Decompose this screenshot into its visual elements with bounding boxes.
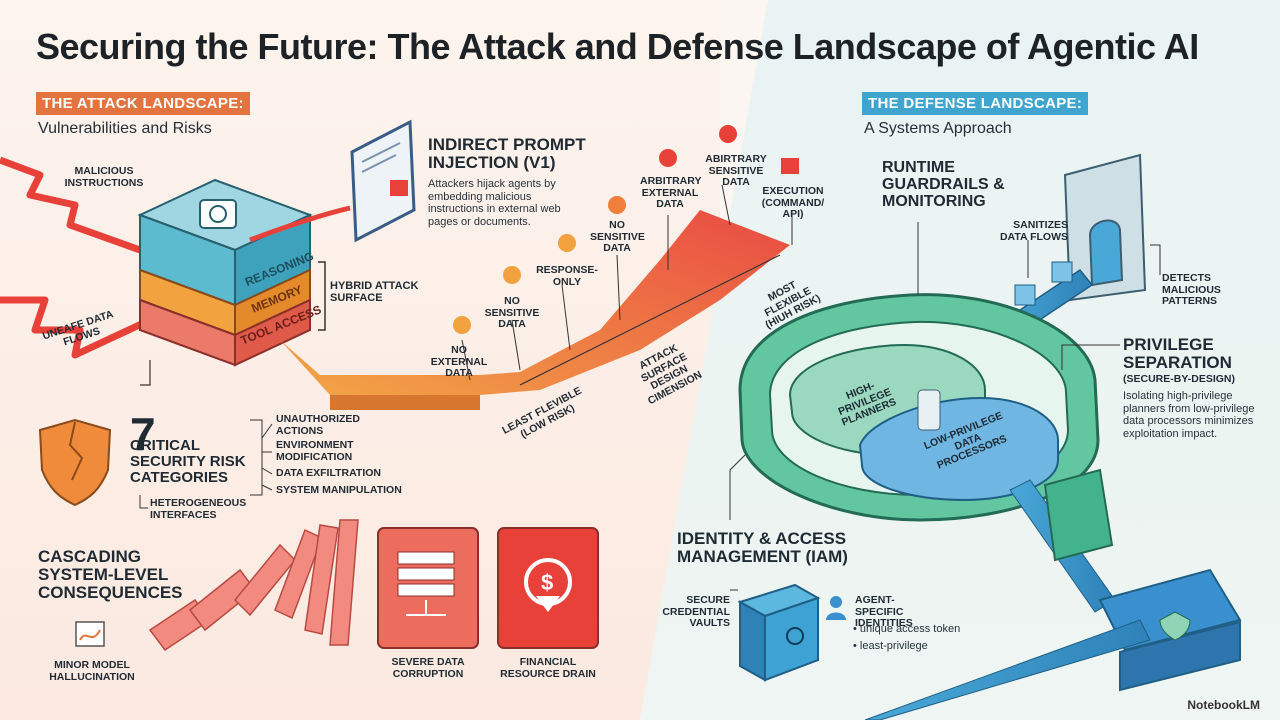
stage-response-only: RESPONSE-ONLY [536, 264, 598, 288]
bullet-unique-access-token: • unique access token [853, 623, 961, 635]
severe-data-corruption-label: SEVERE DATA CORRUPTION [391, 656, 465, 680]
detects-malicious-patterns-label: DETECTS MALICIOUS PATTERNS [1162, 272, 1221, 308]
money-drain-icon: $ [497, 527, 599, 649]
sanitizes-data-flows-label: SANITIZES DATA FLOWS [999, 219, 1068, 243]
vault-icon [737, 583, 821, 682]
defense-subtitle: A Systems Approach [864, 120, 1012, 137]
critical-risk-count: 7 [130, 408, 156, 460]
financial-resource-drain-label: FINANCIAL RESOURCE DRAIN [500, 656, 596, 680]
stage-execution: EXECUTION (COMMAND/ API) [761, 185, 825, 221]
privilege-separation-ring [738, 293, 1100, 522]
indirect-prompt-injection-title: INDIRECT PROMPT INJECTION (V1) [428, 135, 586, 172]
privilege-separation-subtitle: (SECURE-BY-DESIGN) [1123, 373, 1236, 385]
malicious-instructions-label: MALICIOUS INSTRUCTIONS [64, 165, 144, 189]
indirect-prompt-injection-desc: Attackers hijack agents by embedding mal… [428, 178, 561, 228]
cascading-consequences-title: CASCADING SYSTEM-LEVEL CONSEQUENCES [38, 547, 183, 602]
lightning-bolt-icon [0, 156, 152, 359]
domino-chain [148, 519, 359, 652]
risk-environment-modification: ENVIRONMENT MODIFICATION [276, 439, 354, 463]
privilege-separation-title: PRIVILEGE SEPARATION [1123, 335, 1232, 372]
attack-subtitle: Vulnerabilities and Risks [38, 120, 212, 137]
attack-surface-ramp [280, 210, 790, 410]
page-title: Securing the Future: The Attack and Defe… [36, 26, 1199, 67]
castle-tower-icon [1063, 153, 1147, 302]
server-icon [377, 527, 479, 649]
critical-risk-label: CRITICAL SECURITY RISK CATEGORIES [130, 437, 246, 486]
attack-landscape-tag: THE ATTACK LANDSCAPE: [36, 92, 250, 115]
runtime-guardrails-title: RUNTIME GUARDRAILS & MONITORING [882, 159, 1005, 210]
broken-shield-icon [38, 418, 112, 507]
stage-arbitrary-external-data: ARBITRARY EXTERNAL DATA [640, 175, 702, 211]
svg-text:$: $ [541, 570, 553, 595]
agent-cube [137, 178, 313, 367]
stage-icons [453, 125, 799, 334]
secure-credential-vaults-label: SECURE CREDENTIAL VAULTS [662, 594, 730, 630]
brand-label: NotebookLM [1187, 698, 1260, 712]
risk-unauthorized-actions: UNAUTHORIZED ACTIONS [276, 413, 360, 437]
hallucination-chart-icon [75, 621, 105, 647]
iam-title: IDENTITY & ACCESS MANAGEMENT (IAM) [677, 529, 848, 566]
privilege-separation-desc: Isolating high-privilege planners from l… [1123, 390, 1255, 440]
document-icon [350, 119, 416, 243]
user-icon [826, 596, 846, 620]
stage-no-external-data: NO EXTERNAL DATA [430, 344, 488, 380]
minor-hallucination-label: MINOR MODEL HALLUCINATION [49, 659, 135, 683]
lower-pipe [864, 468, 1242, 720]
risk-heterogeneous-interfaces: HETEROGENEOUS INTERFACES [150, 497, 247, 521]
stage-no-sensitive-data-2: NO SENSITIVE DATA [590, 219, 645, 255]
bullet-least-privilege: • least-privilege [853, 640, 928, 652]
risk-system-manipulation: SYSTEM MANIPULATION [276, 484, 402, 496]
stage-arbitrary-sensitive-data: ABIRTRARY SENSITIVE DATA [705, 153, 767, 189]
risk-data-exfiltration: DATA EXFILTRATION [276, 467, 381, 479]
hybrid-attack-surface-label: HYBRID ATTACK SURFACE [330, 280, 419, 305]
defense-landscape-tag: THE DEFENSE LANDSCAPE: [862, 92, 1089, 115]
stage-no-sensitive-data-1: NO SENSITIVE DATA [484, 295, 540, 331]
agent-specific-identities-label: AGENT-SPECIFIC IDENTITIES [855, 594, 913, 630]
